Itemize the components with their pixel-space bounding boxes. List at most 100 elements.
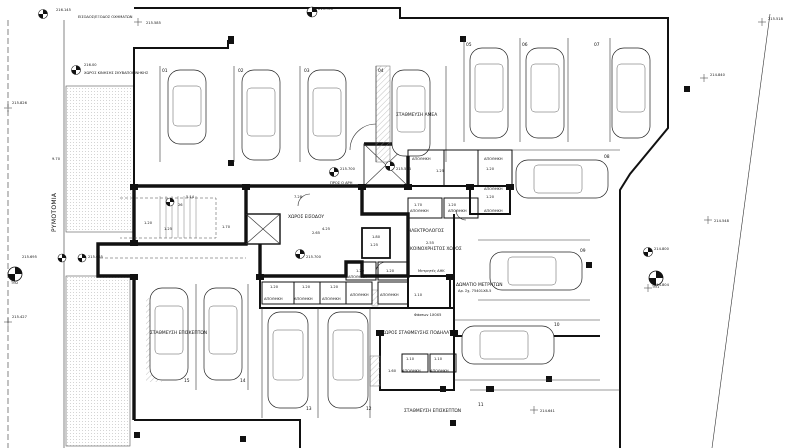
- space-number: 10: [554, 322, 560, 328]
- dimension: 1.60: [388, 369, 397, 373]
- dimension: 1.10: [406, 357, 415, 361]
- storage-label: ΑΠΟΘΗΚΗ: [430, 369, 449, 373]
- room-label: ΧΩΡΟΣ ΣΤΑΘΜΕΥΣΗΣ ΠΟΔΗΛΑΤΩΝ: [382, 330, 458, 336]
- elevation-label: 214.804: [654, 283, 670, 287]
- car: [307, 69, 347, 161]
- dimension: 1.20: [386, 269, 395, 273]
- building-wall-bottom: [379, 336, 455, 391]
- car: [203, 287, 243, 381]
- dimension: 1.20: [330, 285, 339, 289]
- storage-hatch: [371, 289, 379, 307]
- car: [515, 159, 609, 199]
- dimension: 26: [178, 203, 183, 207]
- station-marker-label: TΘ1: [651, 285, 659, 289]
- space-number: 06: [522, 42, 528, 48]
- elevation-label: 215.518: [768, 17, 784, 21]
- storage-label: ΑΠΟΘΗΚΗ: [448, 209, 467, 213]
- station-marker-label: TΘ2: [10, 281, 18, 285]
- elevation-label: 214.840: [710, 73, 726, 77]
- building-wall-left: [96, 186, 136, 420]
- car: [267, 311, 309, 409]
- dimension: 1.20: [448, 203, 457, 207]
- dimension: 1.10: [414, 293, 423, 297]
- car: [611, 47, 651, 139]
- dimension: 1.20: [486, 167, 495, 171]
- space-number: 09: [580, 248, 586, 254]
- building-wall-meter: [407, 276, 455, 309]
- space-number: 01: [162, 68, 168, 74]
- elevation-label: 215.665: [88, 255, 103, 259]
- space-number: 02: [238, 68, 244, 74]
- room-label: ΗΛΕΚΤΡΟΛΟΓΟΣ: [408, 228, 444, 234]
- dimension: 1.20: [302, 285, 311, 289]
- storage-label: ΑΠΟΘΗΚΗ: [322, 297, 341, 301]
- elevation-label: 215.427: [12, 315, 27, 319]
- room-label: Φάσεων 1Χ0Χ5: [414, 313, 441, 317]
- landscape-strip-upper: [65, 85, 135, 233]
- electrical-shaft: [361, 227, 391, 259]
- elevation-label: 214.800: [654, 247, 670, 251]
- dimension: 1.20: [356, 269, 365, 273]
- dimension: 1.20: [144, 221, 153, 225]
- room-label: ΣΤΑΘΜΕΥΣΗ ΕΠΙΣΚΕΠΤΩΝ: [150, 330, 207, 336]
- staircase-treads: [159, 196, 197, 238]
- room-label: ΣΤΑΘΜΕΥΣΗ ΕΠΙΣΚΕΠΤΩΝ: [404, 408, 461, 414]
- storage-label: ΑΠΟΘΗΚΗ: [402, 369, 421, 373]
- elevation-label: 215.700: [306, 255, 322, 259]
- room-label: ΧΩΡΟΣ ΕΙΣΟΔΟΥ: [288, 214, 324, 220]
- door-swing: [297, 193, 311, 207]
- dimension: 4.25: [322, 227, 330, 231]
- space-number: 03: [304, 68, 310, 74]
- ramp-outline: [120, 197, 217, 239]
- elevation-label: 214.641: [540, 409, 555, 413]
- dimension: 1.20: [486, 195, 495, 199]
- space-number: 07: [594, 42, 600, 48]
- bike-area-hatch: [369, 355, 381, 387]
- car: [167, 69, 207, 145]
- dimension: 1.70: [414, 203, 423, 207]
- dimension: 1.80: [372, 235, 381, 239]
- lift-shaft: [245, 213, 281, 245]
- building-wall-lower: [259, 275, 451, 309]
- elevation-label: 215.826: [12, 101, 28, 105]
- storage-label: ΑΠΟΘΗΚΗ: [294, 297, 313, 301]
- storage-label: ΑΠΟΘΗΚΗ: [350, 293, 369, 297]
- station-marker-tg2: TΘ2: [7, 266, 23, 285]
- elevation-label: 214.548: [714, 219, 730, 223]
- space-number: 12: [366, 406, 372, 412]
- survey-crosses: [4, 18, 766, 414]
- room-label: Αρ. Σχ. 75401X8-5: [458, 289, 491, 293]
- car: [149, 287, 189, 381]
- storage-label: ΑΠΟΘΗΚΗ: [484, 209, 503, 213]
- site-boundary-right: [711, 13, 771, 448]
- elevation-markers: [38, 6, 653, 263]
- dimension: 1.20: [270, 285, 279, 289]
- door-swing: [349, 123, 377, 151]
- elevation-label: 215.695: [22, 255, 37, 259]
- car: [489, 251, 583, 291]
- car: [469, 47, 509, 139]
- elevation-label: 215.700: [318, 7, 334, 11]
- dimension: 1.10: [434, 357, 443, 361]
- room-label: ΚΟΙΝΟΧΡΗΣΤΟΣ ΧΩΡΟΣ: [410, 246, 462, 252]
- dimension: 1.25: [436, 169, 444, 173]
- room-label: Μετρητές ΑΗΚ: [418, 269, 445, 273]
- space-number: 04: [378, 68, 384, 74]
- lift-diagonal-2: [245, 213, 281, 245]
- car: [461, 325, 555, 365]
- elevation-label: 215.700: [340, 167, 356, 171]
- elevation-label: 216.145: [56, 8, 71, 12]
- room-label: ΠΡΟΣ Ο ΑΡΗ: [330, 181, 353, 185]
- storage-label: ΑΠΟΘΗΚΗ: [484, 187, 503, 191]
- storage-label: ΑΠΟΘΗΚΗ: [264, 297, 283, 301]
- space-number: 13: [306, 406, 312, 412]
- car: [327, 311, 369, 409]
- space-number: 11: [478, 402, 484, 408]
- storage-cells: [261, 149, 513, 373]
- door-swing: [455, 209, 467, 221]
- property-boundary: [134, 7, 669, 448]
- dimension: 1.25: [370, 243, 378, 247]
- space-number: 14: [240, 378, 246, 384]
- storage-label: ΑΠΟΘΗΚΗ: [484, 157, 503, 161]
